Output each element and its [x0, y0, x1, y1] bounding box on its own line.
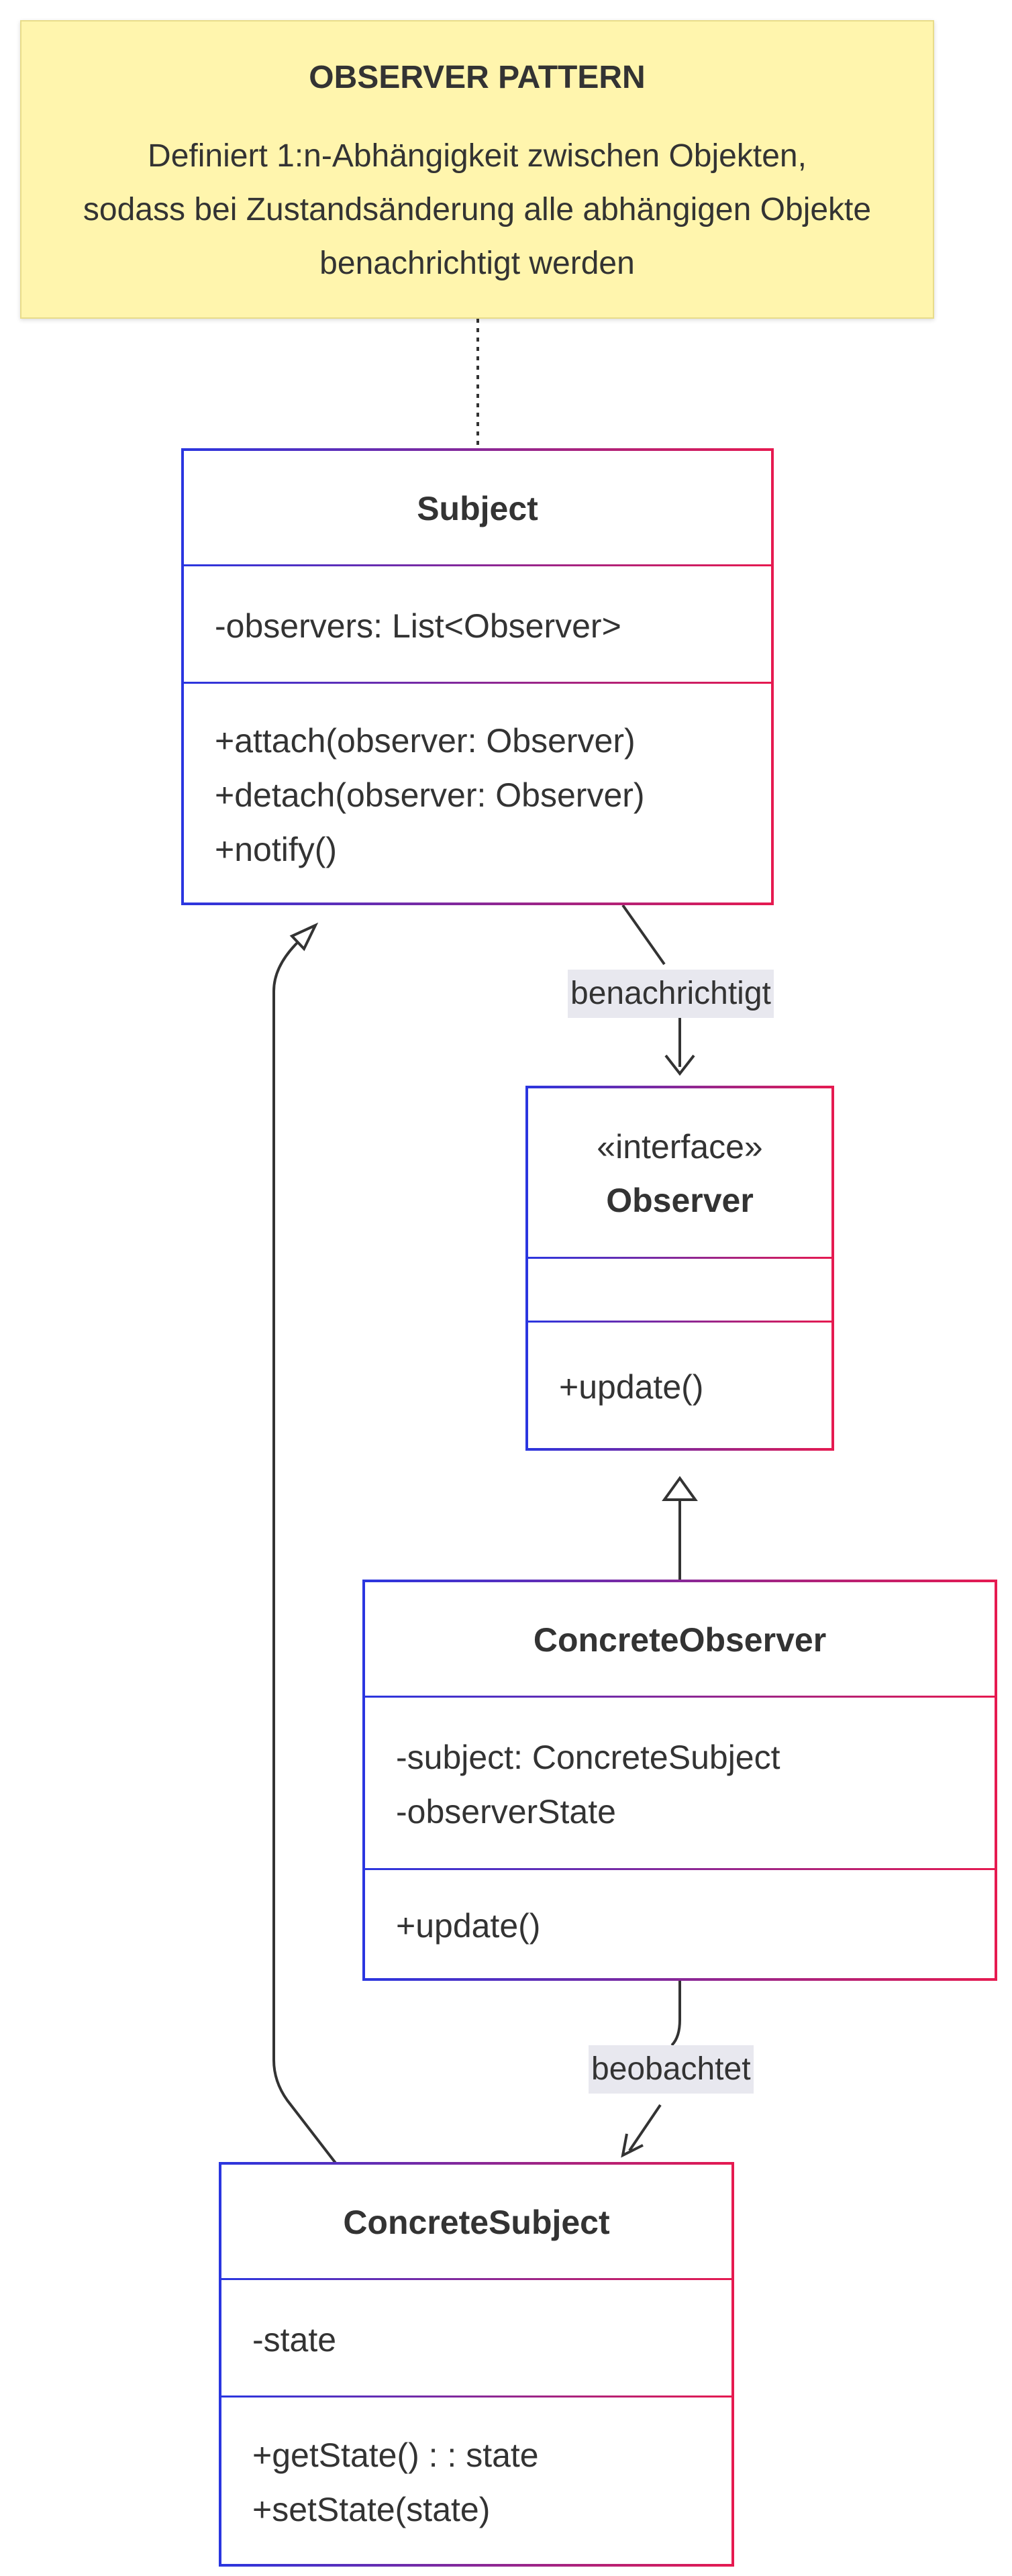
method: +getState() : : state — [252, 2436, 539, 2474]
class-attributes: -subject: ConcreteSubject -observerState — [365, 1700, 995, 1870]
note-line: benachrichtigt werden — [319, 246, 635, 281]
class-header: «interface» Observer — [528, 1088, 831, 1261]
observes-arrowhead — [621, 2133, 644, 2158]
note-line: Definiert 1:n-Abhängigkeit zwischen Obje… — [148, 138, 807, 174]
attribute: -observers: List<Observer> — [215, 607, 621, 645]
inheritance-triangle — [289, 922, 319, 951]
method: +detach(observer: Observer) — [215, 776, 645, 814]
class-methods: +update() — [528, 1323, 831, 1450]
notifies-association-line — [621, 904, 681, 1067]
observes-label: beobachtet — [589, 2045, 754, 2094]
note-title: OBSERVER PATTERN — [309, 60, 646, 95]
class-methods: +getState() : : state +setState(state) — [221, 2398, 731, 2566]
class-subject[interactable]: Subject -observers: List<Observer> +atta… — [181, 448, 774, 905]
class-header: Subject — [184, 451, 771, 568]
method: +attach(observer: Observer) — [215, 721, 636, 760]
observes-association-line — [628, 1981, 681, 2152]
class-concrete-subject[interactable]: ConcreteSubject -state +getState() : : s… — [219, 2162, 734, 2567]
class-name: Subject — [417, 490, 538, 527]
note-description: Definiert 1:n-Abhängigkeit zwischen Obje… — [83, 130, 871, 291]
class-name: Observer — [606, 1182, 754, 1219]
notifies-arrowhead — [664, 1054, 695, 1076]
class-name: ConcreteSubject — [343, 2204, 610, 2241]
class-stereotype: «interface» — [597, 1128, 763, 1166]
method: +update() — [559, 1368, 704, 1406]
notifies-label: benachrichtigt — [568, 970, 774, 1018]
class-attributes: -state — [221, 2282, 731, 2398]
method: +notify() — [215, 830, 338, 868]
pattern-note: OBSERVER PATTERN Definiert 1:n-Abhängigk… — [20, 20, 934, 319]
class-attributes — [528, 1261, 831, 1323]
class-name: ConcreteObserver — [533, 1621, 827, 1659]
class-attributes: -observers: List<Observer> — [184, 568, 771, 684]
attribute: -state — [252, 2320, 337, 2359]
class-methods: +update() — [365, 1870, 995, 1980]
class-header: ConcreteObserver — [365, 1582, 995, 1700]
class-header: ConcreteSubject — [221, 2165, 731, 2282]
inheritance-line — [272, 941, 338, 2166]
class-concrete-observer[interactable]: ConcreteObserver -subject: ConcreteSubje… — [362, 1580, 997, 1981]
realization-triangle — [662, 1476, 698, 1501]
method: +update() — [396, 1907, 541, 1945]
method: +setState(state) — [252, 2491, 491, 2528]
class-observer[interactable]: «interface» Observer +update() — [525, 1086, 834, 1451]
note-line: sodass bei Zustandsänderung alle abhängi… — [83, 192, 872, 227]
attribute: -subject: ConcreteSubject — [396, 1739, 780, 1776]
attribute: -observerState — [396, 1793, 616, 1831]
class-methods: +attach(observer: Observer) +detach(obse… — [184, 684, 771, 905]
